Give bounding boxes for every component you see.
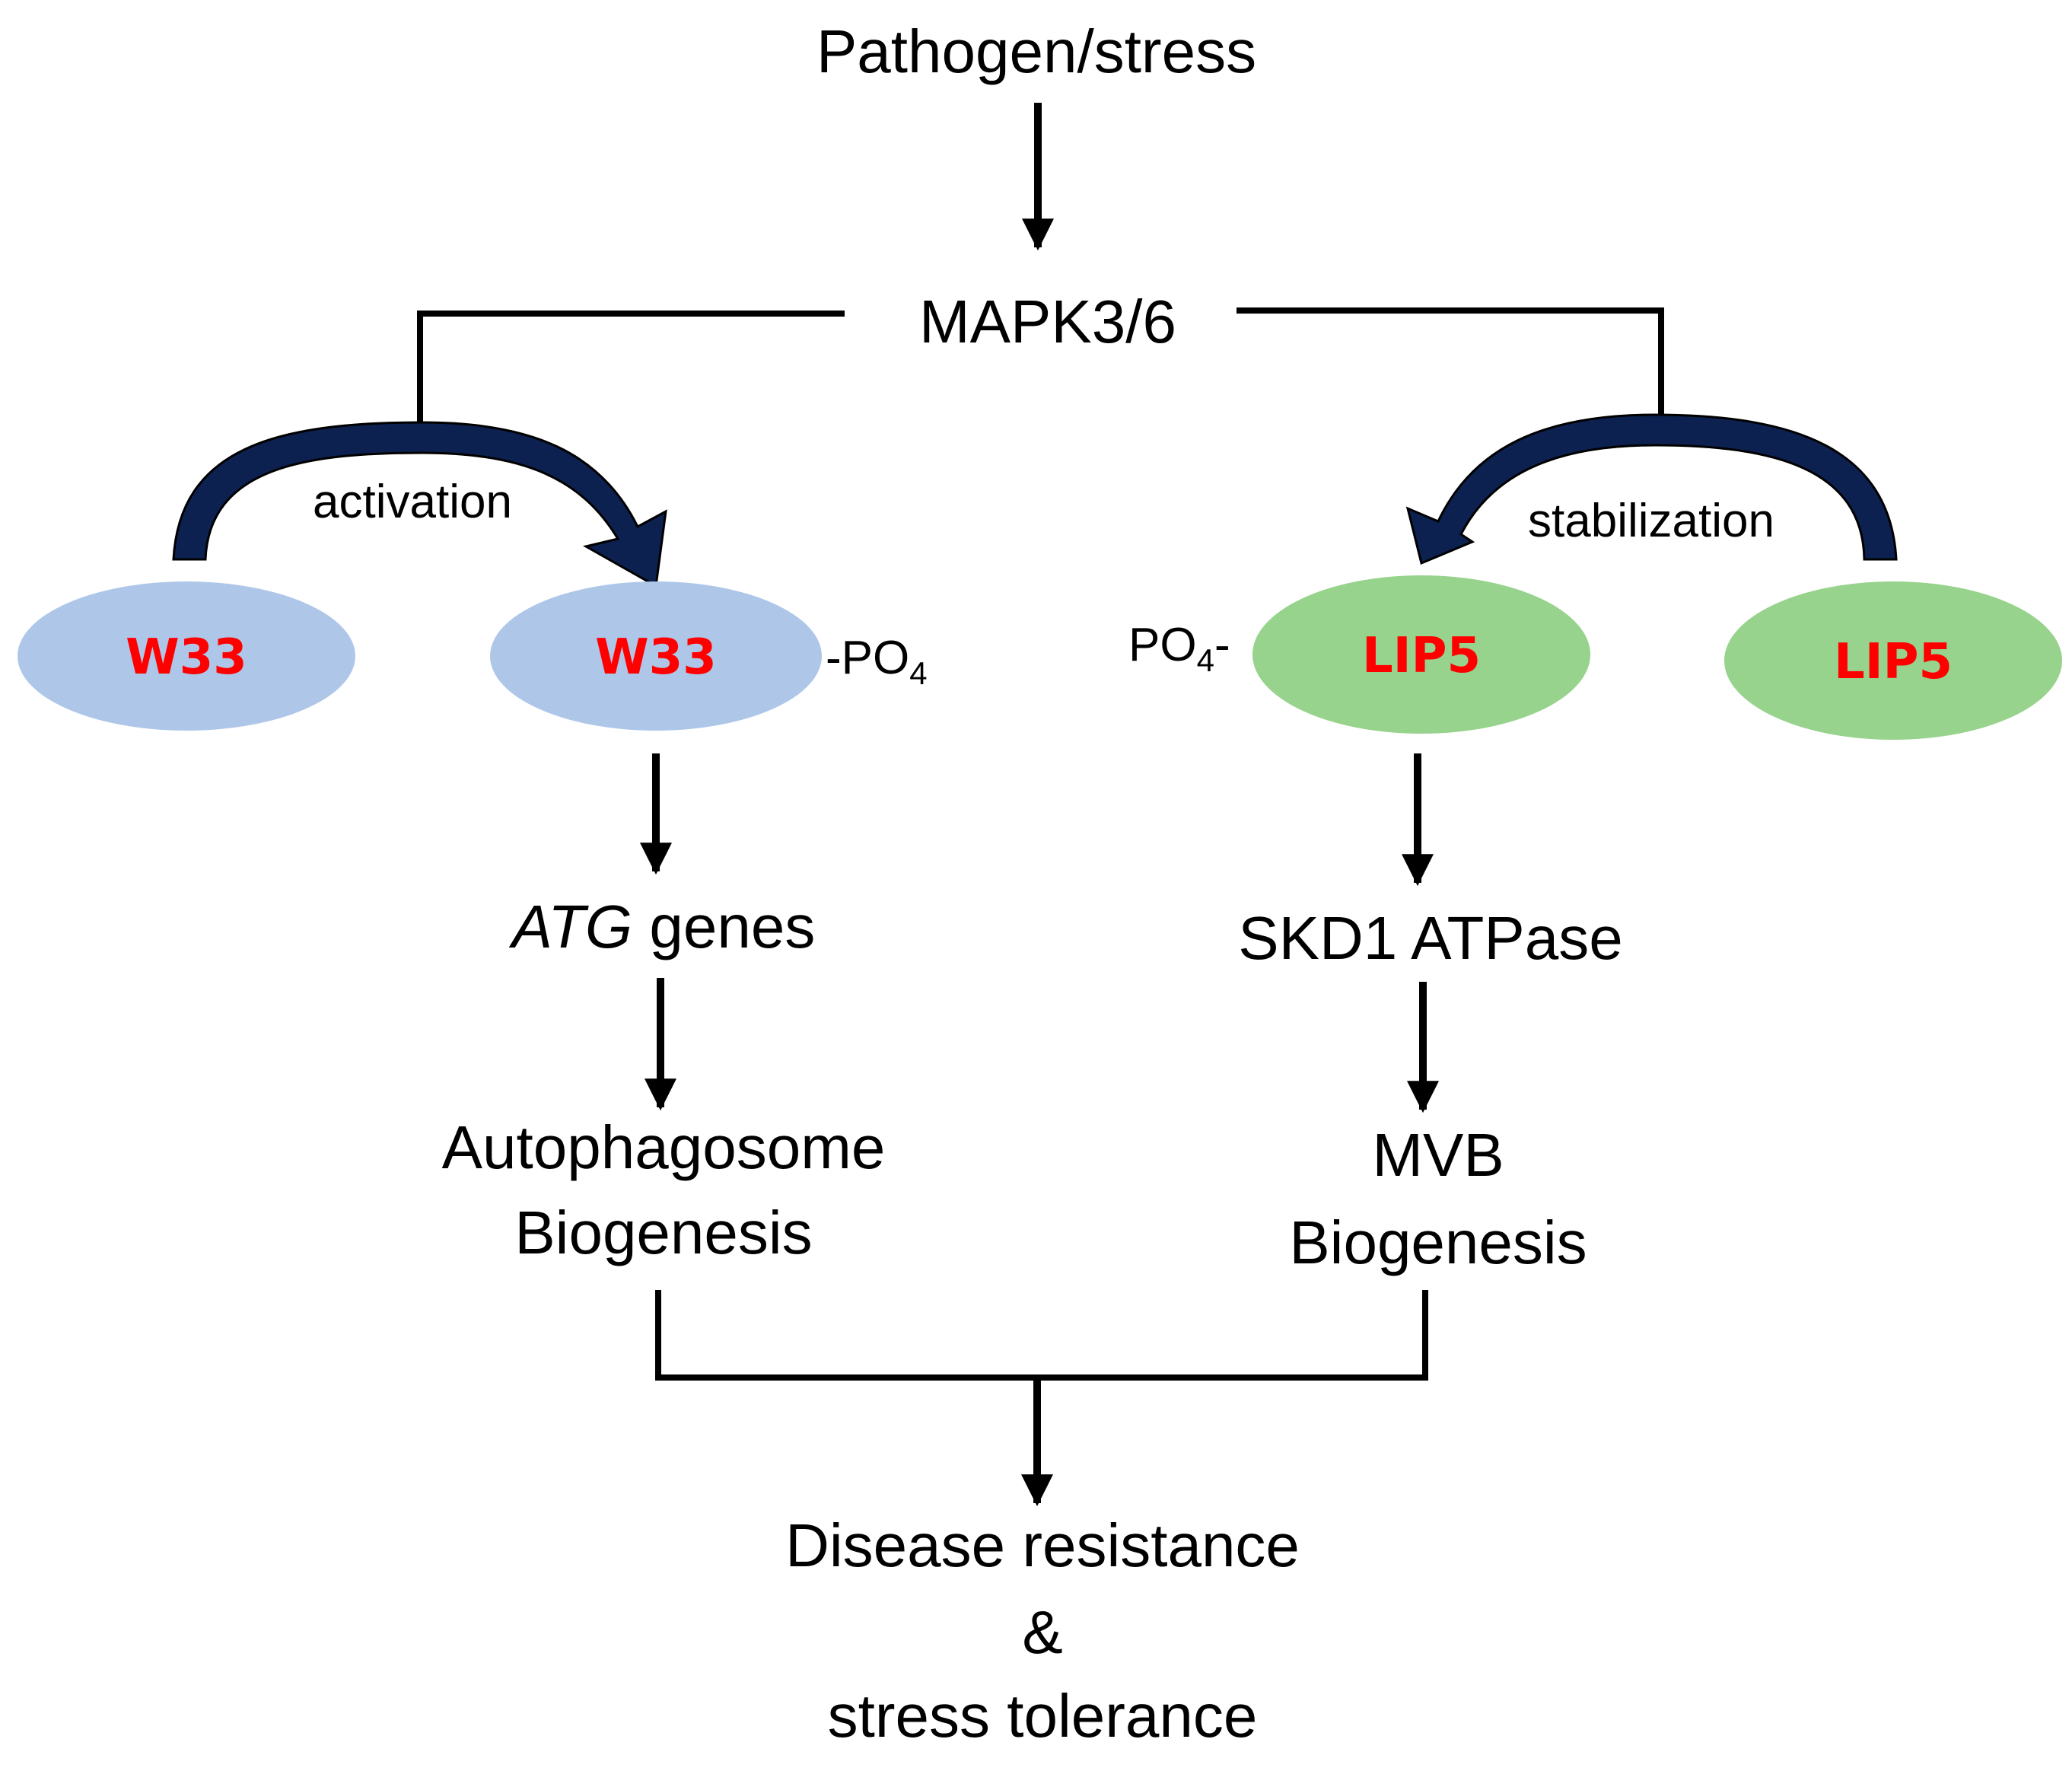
skd1-atpase-label: SKD1 ATPase	[1238, 904, 1622, 972]
lip5-node-unphosphorylated	[1724, 581, 2062, 740]
atg-genes-label: ATG genes	[509, 893, 816, 960]
stabilization-curved-arrow	[1405, 413, 1898, 565]
w33-label-2: W33	[595, 629, 717, 686]
w33-label-1: W33	[126, 629, 247, 686]
mvb-biogenesis-label: Biogenesis	[1289, 1209, 1587, 1276]
activation-curved-arrow	[172, 421, 667, 588]
converging-bracket	[655, 1290, 1428, 1381]
mapk-label: MAPK3/6	[919, 288, 1176, 355]
w33-phosphate-tag: -PO4	[826, 632, 928, 691]
left-branch-line	[417, 311, 845, 430]
activation-label: activation	[313, 476, 512, 528]
outcome-stress-tolerance: stress tolerance	[828, 1682, 1258, 1750]
lip5-label-2: LIP5	[1834, 634, 1953, 690]
lip5-phosphate-tag: PO4-	[1128, 619, 1230, 678]
pathogen-stress-label: Pathogen/stress	[816, 18, 1256, 85]
lip5-node-phosphorylated	[1252, 575, 1590, 734]
outcome-ampersand: &	[1022, 1598, 1062, 1666]
lip5-label-1: LIP5	[1362, 628, 1481, 684]
autophagosome-label: Autophagosome	[442, 1113, 886, 1181]
outcome-disease-resistance: Disease resistance	[785, 1511, 1300, 1579]
mvb-label: MVB	[1372, 1121, 1504, 1189]
right-branch-line	[1237, 307, 1664, 422]
autophagosome-biogenesis-label: Biogenesis	[514, 1199, 812, 1266]
w33-node-unphosphorylated	[18, 581, 355, 731]
w33-node-phosphorylated	[490, 581, 822, 731]
stabilization-label: stabilization	[1528, 495, 1774, 547]
